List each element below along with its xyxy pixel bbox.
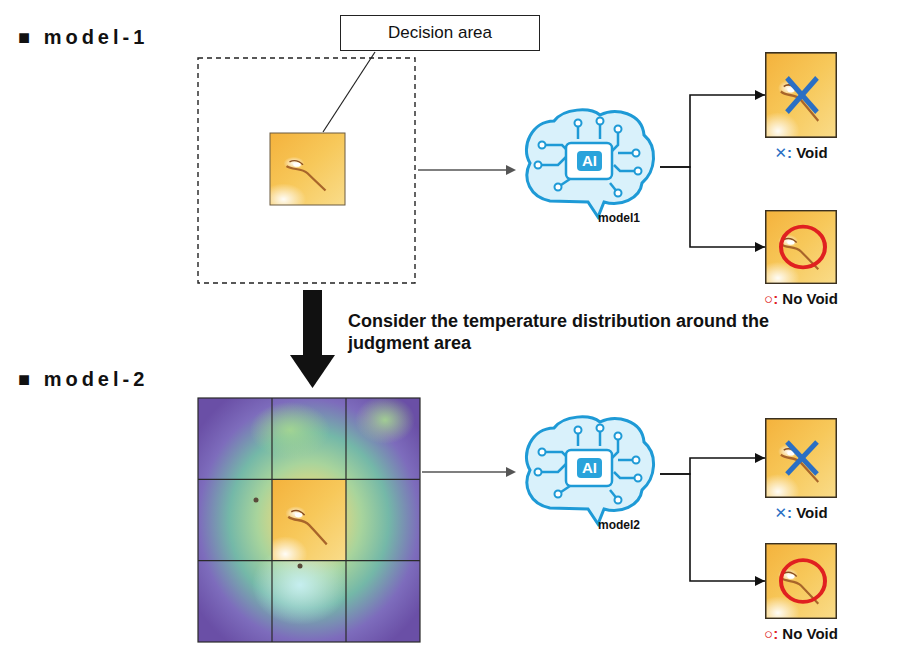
void-mark (787, 78, 817, 112)
graphic-part (198, 398, 420, 642)
circuit-node (575, 120, 582, 127)
input-arrow (422, 467, 516, 477)
circuit-node (575, 427, 582, 434)
graphic-part (198, 398, 420, 642)
circuit-node (635, 168, 642, 175)
graphic-part (250, 402, 330, 458)
ai-badge: AI (577, 458, 602, 478)
void-mark (787, 442, 817, 474)
thermal-image (765, 543, 837, 619)
result-thumbnail (765, 543, 837, 619)
section-heading: ■ model-2 (18, 368, 148, 391)
arrowhead (755, 576, 765, 586)
connector (660, 453, 765, 474)
graphic-part (261, 133, 345, 215)
thumb-border (766, 211, 837, 284)
thumb-border (766, 419, 837, 498)
circuit-node (539, 142, 546, 149)
chip-frame (566, 450, 612, 486)
no-void-mark (781, 560, 825, 602)
circuit-node (635, 475, 642, 482)
down-arrow (290, 290, 335, 388)
thumb-border (766, 53, 837, 137)
callout-box: Decision area (340, 15, 540, 51)
ai-model-icon: AI model2 (518, 412, 660, 536)
circuit-node (597, 118, 604, 125)
circuit-node (615, 497, 622, 504)
circuit-node (633, 457, 640, 464)
model-name: model2 (598, 518, 640, 532)
section-heading: ■ model-1 (18, 26, 148, 49)
chip-frame (566, 143, 612, 179)
graphic-part (198, 560, 420, 561)
thermal-grid (198, 396, 420, 642)
arrowhead (755, 90, 765, 100)
result-image: ✕: Void (765, 52, 837, 138)
graphic-part (506, 165, 516, 175)
thermal-thumbnail (261, 133, 345, 215)
graphic-part (422, 471, 508, 472)
graphic-part (290, 355, 335, 388)
circuit-node (535, 469, 542, 476)
ai-badge: AI (577, 151, 602, 171)
circuit-node (633, 150, 640, 157)
result-label: ✕: Void (774, 144, 827, 162)
result-label: ✕: Void (774, 504, 827, 522)
void-mark (787, 442, 817, 474)
thermal-image (765, 52, 837, 138)
void-mark (787, 78, 817, 112)
connector (660, 474, 765, 586)
graphic-part (263, 479, 346, 572)
result-image: ○: No Void (765, 543, 837, 619)
dashed-frame (198, 58, 415, 283)
graphic-part (355, 396, 415, 444)
circuit-node (535, 162, 542, 169)
graphic-part (345, 398, 346, 642)
connector-line (660, 474, 765, 581)
callout-text: Decision area (388, 23, 492, 43)
connector-line (660, 458, 765, 474)
connector (660, 167, 765, 252)
graphic-part (198, 479, 420, 480)
graphic-part (418, 169, 508, 170)
result-image: ✕: Void (765, 418, 837, 498)
graphic-part (506, 467, 516, 477)
graphic-part (298, 564, 303, 569)
result-thumbnail (765, 52, 837, 138)
result-label: ○: No Void (764, 625, 838, 643)
thumb-border (766, 544, 837, 619)
brain-outline (526, 417, 653, 524)
graphic-part (254, 498, 259, 503)
model-name: model1 (598, 211, 640, 225)
transition-note: Consider the temperature distribution ar… (348, 310, 788, 354)
thermal-image (765, 418, 837, 498)
circuit-node (597, 425, 604, 432)
connector-line (660, 167, 765, 247)
result-thumbnail (765, 418, 837, 498)
connector (660, 90, 765, 167)
no-void-mark (781, 227, 825, 268)
circuit-node (555, 184, 562, 191)
arrowhead (755, 242, 765, 252)
graphic-part (271, 398, 272, 642)
circuit-node (615, 433, 622, 440)
result-thumbnail (765, 210, 837, 284)
arrowhead (755, 453, 765, 463)
result-image: ○: No Void (765, 210, 837, 284)
circuit-node (555, 491, 562, 498)
circuit-node (539, 449, 546, 456)
brain-outline (526, 110, 653, 217)
input-arrow (418, 165, 516, 175)
connector-line (660, 95, 765, 167)
graphic-part (270, 133, 345, 205)
ai-model-icon: AI model1 (518, 105, 660, 229)
result-label: ○: No Void (764, 290, 838, 308)
circuit-node (615, 190, 622, 197)
leader-line (323, 52, 375, 132)
thermal-image (765, 210, 837, 284)
graphic-part (303, 290, 322, 356)
circuit-node (615, 126, 622, 133)
